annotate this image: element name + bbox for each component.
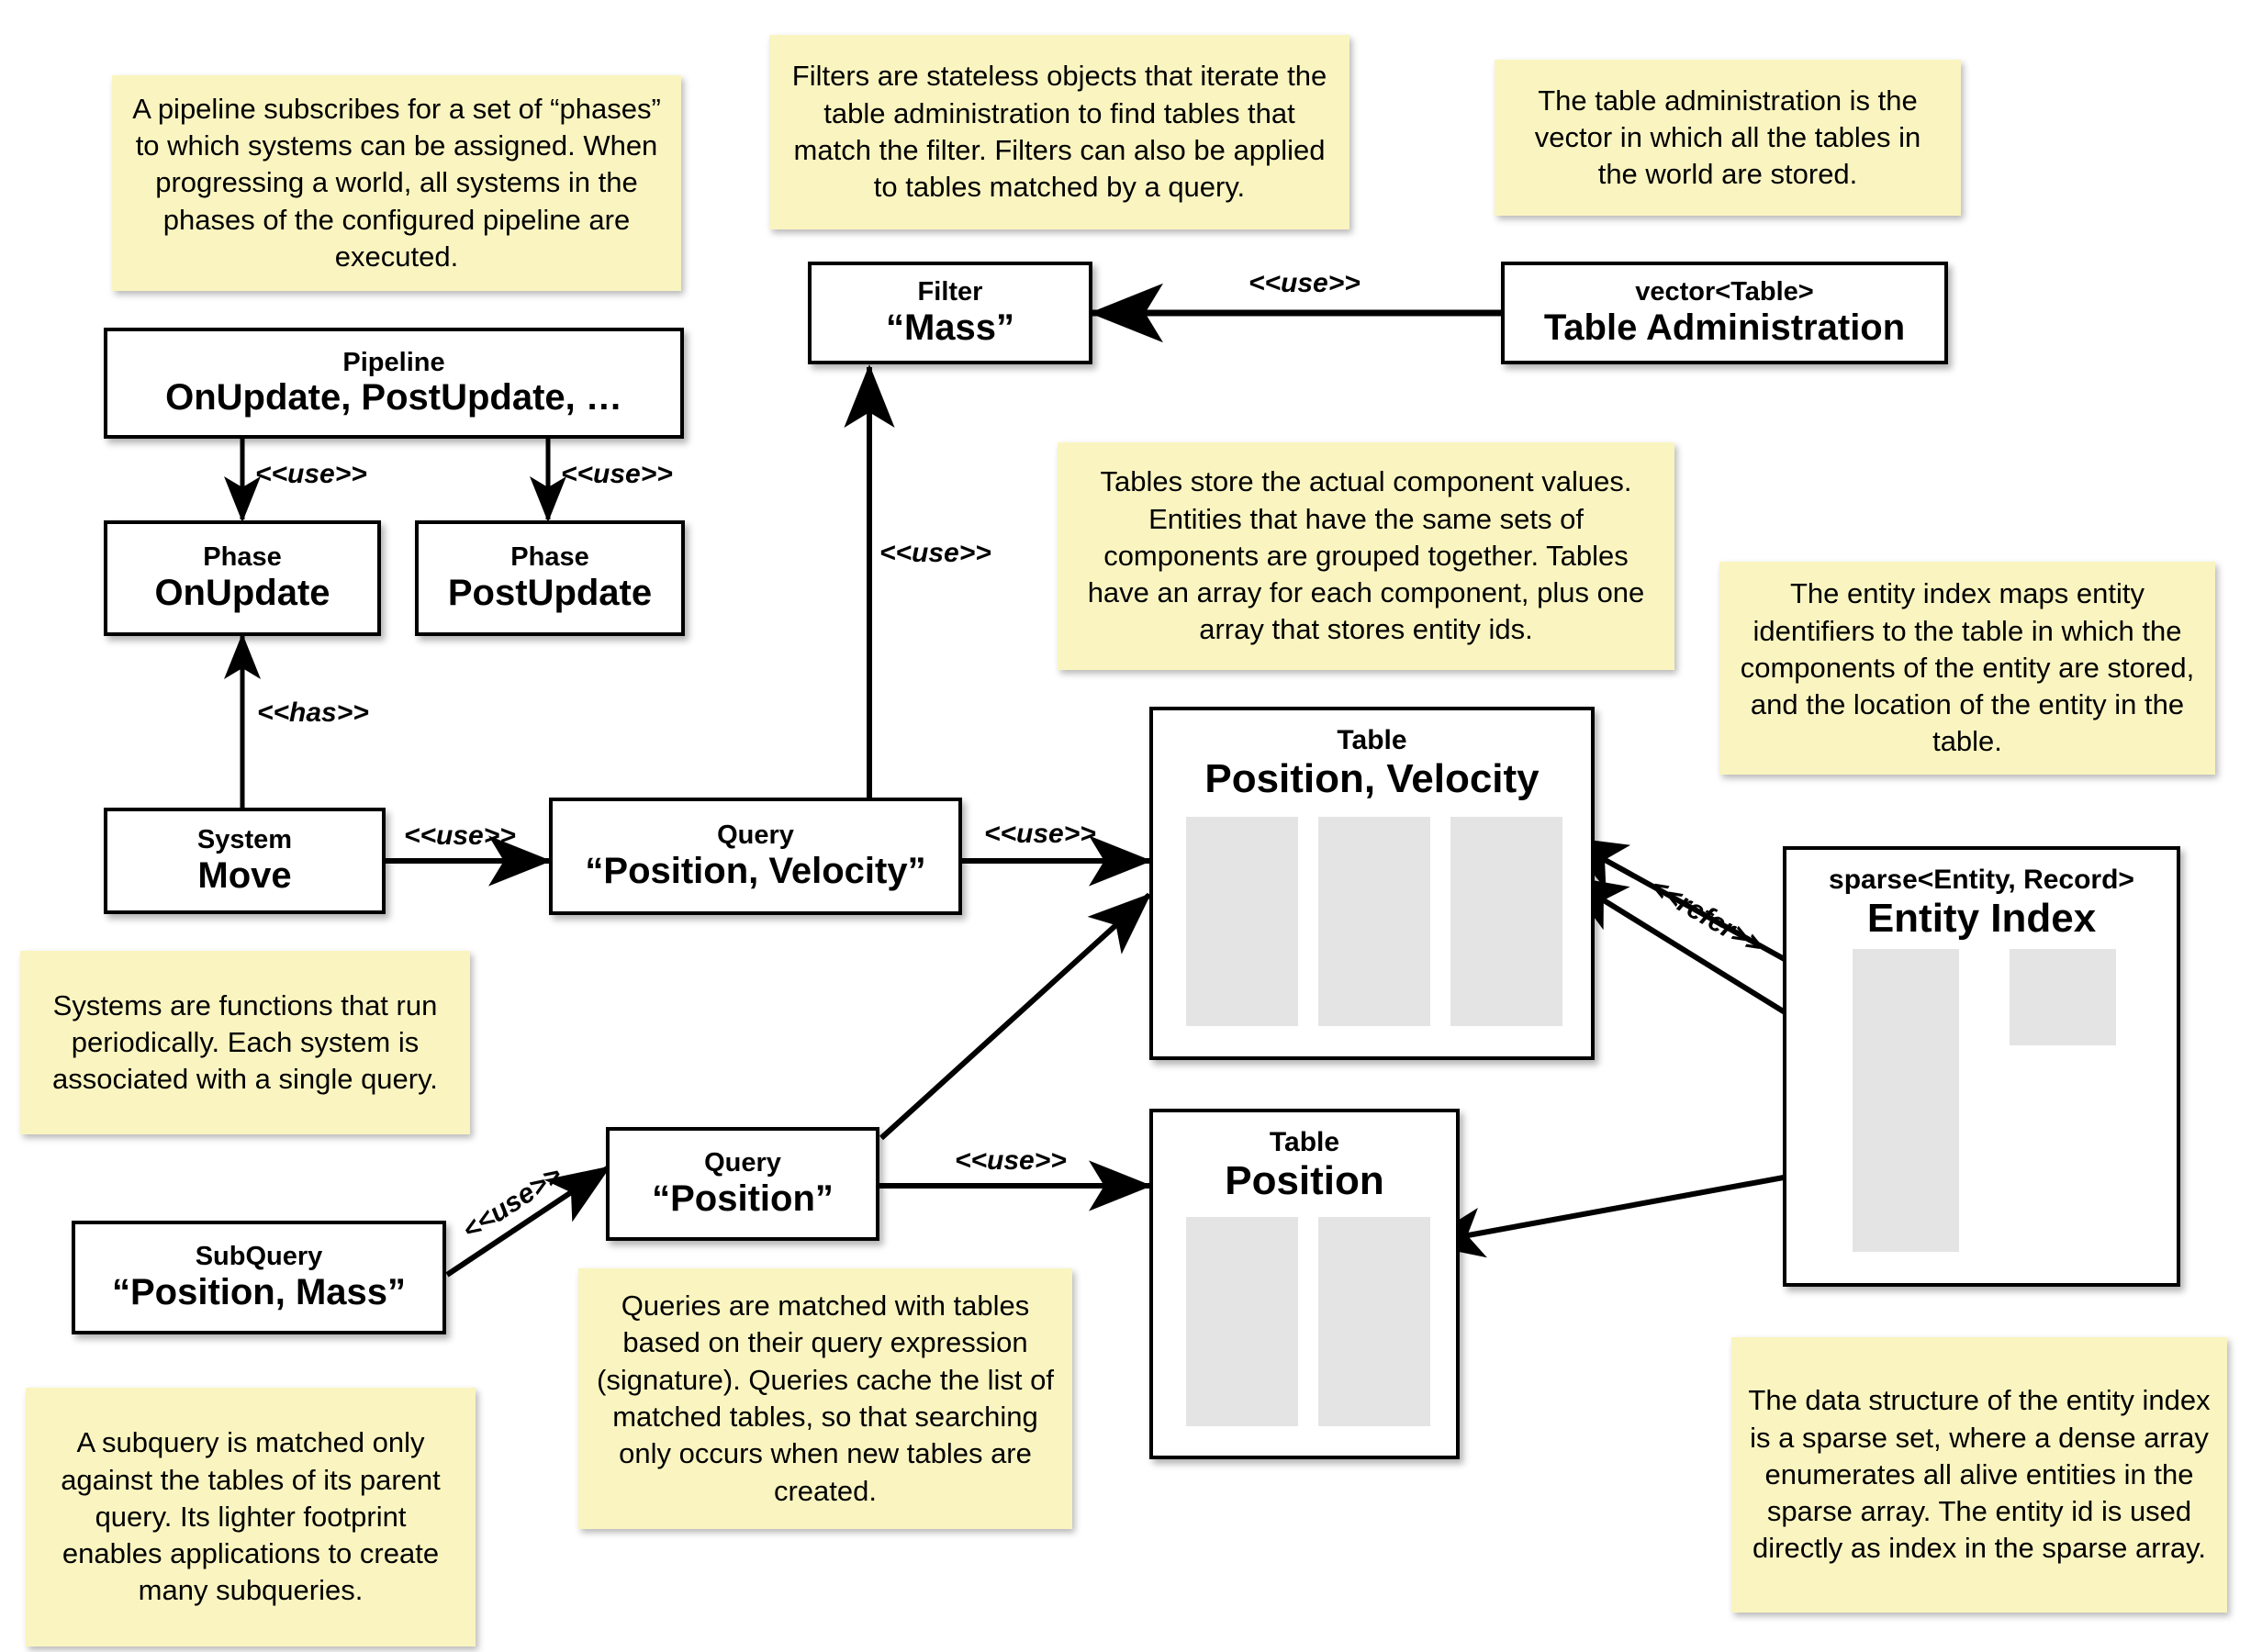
box-subquery-position-mass[interactable]: SubQuery “Position, Mass” (72, 1221, 446, 1334)
box-stereotype: SubQuery (195, 1242, 323, 1272)
note-systems: Systems are functions that run periodica… (20, 951, 470, 1134)
box-title: OnUpdate, PostUpdate, … (165, 377, 622, 419)
note-subquery: A subquery is matched only against the t… (26, 1388, 476, 1646)
table-component-arrays (1186, 1217, 1430, 1426)
box-title: PostUpdate (447, 572, 653, 613)
edge-label-index-refers-table: <<refer>> (1644, 872, 1769, 961)
box-title: “Position, Velocity” (585, 850, 926, 891)
edge-label-query-uses-filter: <<use>> (879, 538, 991, 568)
edge-label-system-uses-query: <<use>> (404, 820, 516, 851)
edge-label-pipeline-to-onupdate: <<use>> (255, 459, 367, 489)
box-filter-mass[interactable]: Filter “Mass” (808, 262, 1092, 364)
component-array (1318, 817, 1430, 1026)
edge-querypos-uses-table-pv (879, 892, 1152, 1141)
box-stereotype: vector<Table> (1635, 277, 1814, 307)
note-queries: Queries are matched with tables based on… (578, 1268, 1072, 1529)
box-title: Table Administration (1543, 307, 1906, 348)
box-stereotype: Query (717, 820, 794, 851)
box-title: OnUpdate (154, 572, 330, 613)
box-phase-onupdate[interactable]: Phase OnUpdate (104, 520, 381, 636)
edge-label-pipeline-to-postupdate: <<use>> (561, 459, 673, 489)
box-stereotype: Phase (203, 542, 282, 573)
box-stereotype: Query (704, 1148, 781, 1178)
note-filters: Filters are stateless objects that itera… (769, 35, 1349, 229)
note-entity-index: The entity index maps entity identifiers… (1719, 562, 2215, 775)
dense-array (2010, 949, 2116, 1045)
entity-id-array (1318, 1217, 1430, 1426)
note-sparse-set: The data structure of the entity index i… (1731, 1337, 2227, 1613)
note-tables: Tables store the actual component values… (1058, 442, 1674, 670)
edge-label-subquery-uses-query: <<use>> (457, 1159, 568, 1246)
box-query-position[interactable]: Query “Position” (606, 1127, 879, 1241)
box-phase-postupdate[interactable]: Phase PostUpdate (415, 520, 685, 636)
box-table-administration[interactable]: vector<Table> Table Administration (1501, 262, 1948, 364)
box-stereotype: sparse<Entity, Record> (1829, 865, 2134, 895)
component-array (1186, 817, 1298, 1026)
box-title: Entity Index (1866, 895, 2097, 941)
edge-label-admin-uses-filter: <<use>> (1249, 268, 1361, 298)
table-component-arrays (1186, 817, 1564, 1026)
box-stereotype: Phase (510, 542, 589, 573)
edge-label-system-has-phase: <<has>> (257, 698, 369, 728)
box-system-move[interactable]: System Move (104, 808, 386, 914)
component-array (1186, 1217, 1298, 1426)
edge-label-query-uses-table: <<use>> (984, 819, 1096, 849)
note-pipeline: A pipeline subscribes for a set of “phas… (112, 75, 681, 291)
box-title: “Position, Mass” (111, 1271, 407, 1312)
box-title: Position (1225, 1157, 1384, 1203)
entity-id-array (1450, 817, 1562, 1026)
box-pipeline[interactable]: Pipeline OnUpdate, PostUpdate, … (104, 328, 684, 439)
edge-label-querypos-uses-table: <<use>> (955, 1145, 1067, 1176)
box-stereotype: Pipeline (342, 347, 445, 377)
box-table-position[interactable]: Table Position (1149, 1109, 1460, 1459)
box-title: Move (197, 854, 292, 896)
box-stereotype: Table (1337, 725, 1407, 755)
box-entity-index[interactable]: sparse<Entity, Record> Entity Index (1783, 846, 2180, 1287)
box-title: “Position” (652, 1178, 834, 1219)
box-stereotype: Table (1269, 1127, 1340, 1157)
box-stereotype: System (196, 825, 293, 855)
sparse-array (1853, 949, 1959, 1252)
box-query-position-velocity[interactable]: Query “Position, Velocity” (549, 798, 962, 915)
note-table-admin: The table administration is the vector i… (1495, 60, 1961, 216)
box-table-position-velocity[interactable]: Table Position, Velocity (1149, 707, 1595, 1060)
box-title: “Mass” (885, 307, 1015, 348)
box-stereotype: Filter (917, 277, 983, 307)
box-title: Position, Velocity (1204, 755, 1540, 801)
